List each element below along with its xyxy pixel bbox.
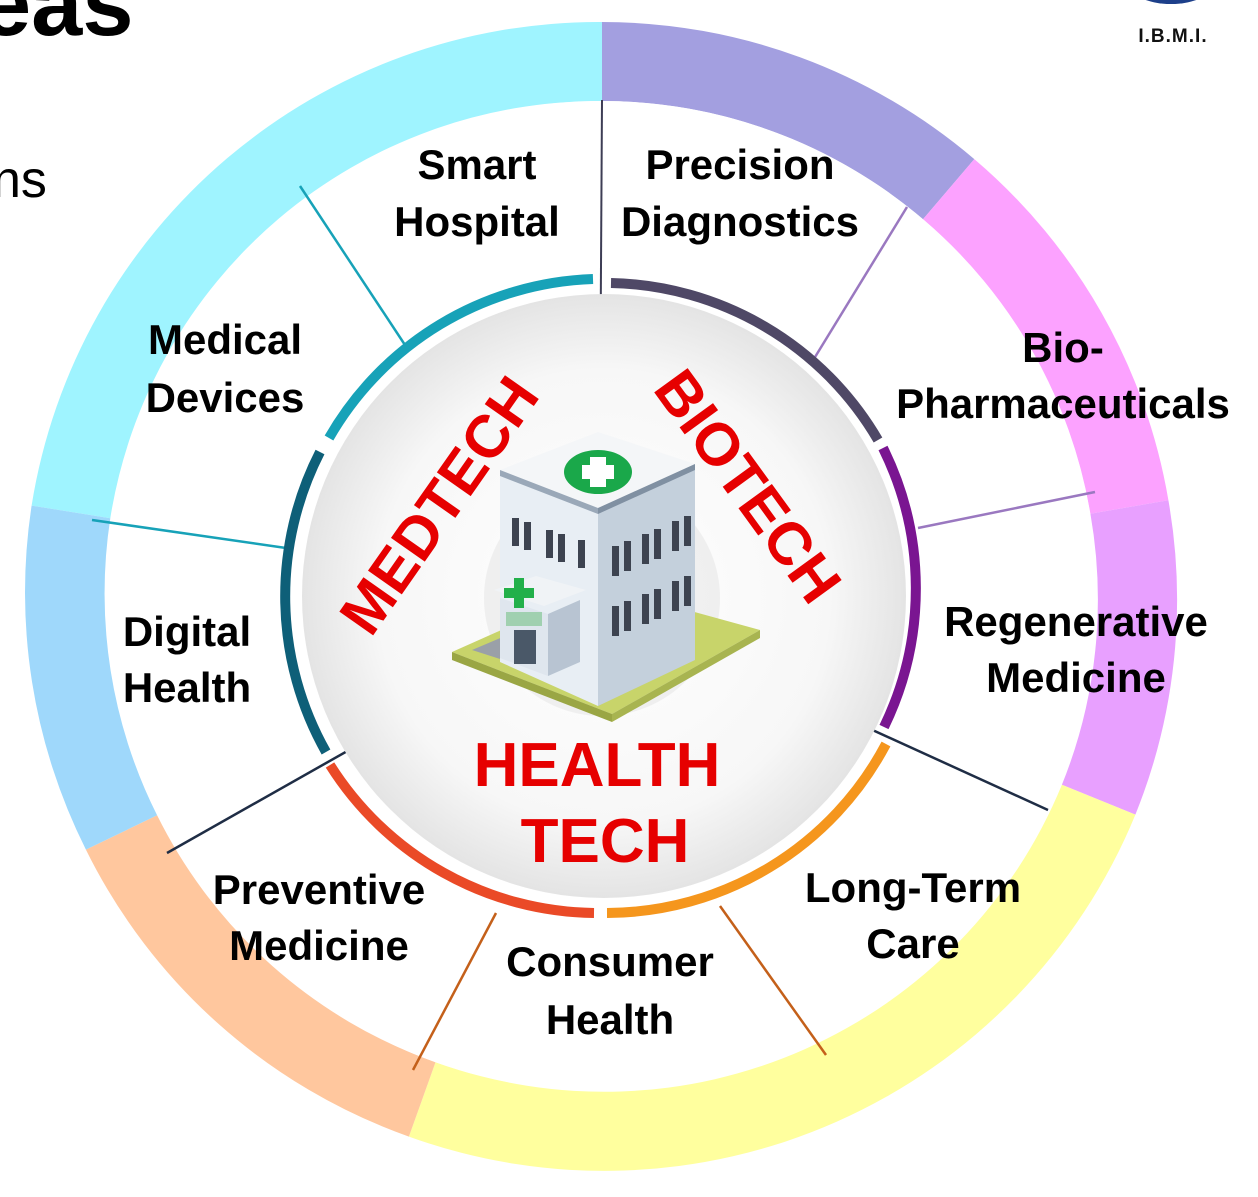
area-label-line: Consumer bbox=[506, 938, 714, 985]
area-label-line: Precision bbox=[645, 141, 834, 188]
ring-segment-blue bbox=[25, 505, 158, 850]
area-label-line: Health bbox=[123, 664, 251, 711]
area-consumer-health: Consumer Health bbox=[506, 938, 714, 1043]
arc-slate bbox=[610, 278, 883, 443]
ring-segment-violet bbox=[1061, 500, 1178, 815]
divider-line bbox=[718, 905, 828, 1056]
area-label-line: Medicine bbox=[986, 654, 1166, 701]
arc-darkteal bbox=[280, 449, 331, 755]
ring-segment-cyan bbox=[31, 21, 603, 519]
arc-redorange bbox=[325, 762, 595, 918]
logo-globe-icon bbox=[1145, 0, 1197, 4]
inner-arcs bbox=[280, 274, 921, 918]
subtitle-fragment: ns bbox=[0, 151, 47, 209]
divider-line bbox=[91, 518, 287, 550]
logo-text: I.B.M.I. bbox=[1138, 26, 1208, 47]
area-label-line: Medical bbox=[148, 316, 302, 363]
area-label-line: Preventive bbox=[213, 866, 425, 913]
area-bio-pharmaceuticals: Bio- Pharmaceuticals bbox=[896, 324, 1230, 427]
area-label-line: Digital bbox=[123, 608, 251, 655]
ring-segment-peach bbox=[85, 815, 436, 1137]
logo: I.B.M.I. bbox=[1098, 0, 1248, 50]
area-precision-diagnostics: Precision Diagnostics bbox=[621, 141, 859, 245]
sector-label-tech: TECH bbox=[521, 807, 690, 876]
area-label-line: Medicine bbox=[229, 922, 409, 969]
area-label-line: Smart bbox=[417, 141, 536, 188]
ring-segment-pink bbox=[923, 159, 1169, 514]
sector-label-health: HEALTH bbox=[474, 731, 721, 800]
arc-orange bbox=[606, 741, 891, 918]
ring-segment-lavender bbox=[602, 22, 975, 220]
area-label-line: Health bbox=[546, 996, 674, 1043]
area-regenerative-medicine: Regenerative Medicine bbox=[944, 598, 1208, 701]
hospital-building-icon bbox=[452, 432, 760, 722]
area-label-line: Diagnostics bbox=[621, 198, 859, 245]
area-digital-health: Digital Health bbox=[123, 608, 251, 711]
area-label-line: Care bbox=[866, 920, 959, 967]
area-preventive-medicine: Preventive Medicine bbox=[213, 866, 425, 969]
ring-segment-yellow bbox=[408, 784, 1136, 1171]
page-title: eas bbox=[0, 0, 134, 55]
outer-ring bbox=[25, 21, 1178, 1171]
divider-lines bbox=[91, 99, 1096, 1071]
area-label-line: Regenerative bbox=[944, 598, 1208, 645]
area-label-line: Bio- bbox=[1022, 324, 1104, 371]
area-medical-devices: Medical Devices bbox=[146, 316, 305, 421]
arc-purple bbox=[878, 445, 921, 730]
area-label-line: Hospital bbox=[394, 198, 560, 245]
arc-teal bbox=[324, 274, 594, 441]
area-smart-hospital: Smart Hospital bbox=[394, 141, 560, 245]
area-label-line: Devices bbox=[146, 374, 305, 421]
divider-line bbox=[298, 185, 407, 346]
divider-line bbox=[810, 206, 909, 363]
divider-line bbox=[917, 490, 1096, 530]
area-labels: Smart Hospital Precision Diagnostics Bio… bbox=[123, 141, 1230, 1043]
area-long-term-care: Long-Term Care bbox=[805, 864, 1021, 967]
area-label-line: Long-Term bbox=[805, 864, 1021, 911]
divider-line bbox=[411, 912, 498, 1071]
area-label-line: Pharmaceuticals bbox=[896, 380, 1230, 427]
